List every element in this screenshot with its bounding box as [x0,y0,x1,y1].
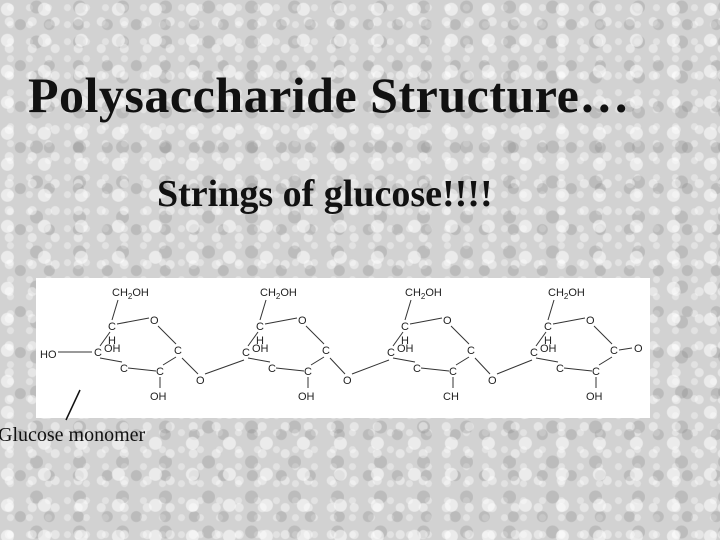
unit-2-bond-bottom-left [247,357,271,363]
unit-3-right-carbon: C [467,345,475,357]
unit-1-inner-hydroxyl: OH [104,343,121,355]
unit-1-bond-right-bottom [162,356,177,366]
unit-4-bond-bottom [563,367,593,372]
unit-3-bond-left-top [392,331,404,347]
unit-3-ring-oxygen: O [443,315,452,327]
unit-2-right-carbon: C [322,345,330,357]
unit-1-bond-left-top [99,331,111,347]
unit-3-bond-ch2oh [404,299,412,321]
unit-2-bottom-hydroxyl: OH [298,391,315,403]
unit-3-bottom-right-carbon: C [449,366,457,378]
glucose-monomer-label: Glucose monomer [0,424,146,446]
glycosidic-bond-right-1 [204,359,245,375]
unit-2-ch2oh-label: CH2OH [260,287,297,301]
unit-2-bond-bottom [275,367,305,372]
unit-1-hydrogen: H [108,335,116,347]
unit-1-ring-oxygen: O [150,315,159,327]
unit-1-ch2oh-label: CH2OH [112,287,149,301]
unit-1-bottom-left-carbon: C [120,363,128,375]
unit-1-bond-ch2oh [111,299,119,321]
unit-1-top-carbon: C [108,321,116,333]
unit-2-bond-top [264,317,298,325]
unit-2-ring-oxygen: O [298,315,307,327]
unit-2-inner-hydroxyl: OH [252,343,269,355]
unit-3-bond-o-right [450,325,470,345]
unit-2-bottom-right-carbon: C [304,366,312,378]
glycosidic-bond-left-3 [474,357,491,375]
unit-3-bottom-hydroxyl: CH [443,391,459,403]
unit-1-bond-o-right [157,325,177,345]
unit-2-bond-left-top [247,331,259,347]
unit-4-bottom-right-carbon: C [592,366,600,378]
unit-4-ring-oxygen: O [586,315,595,327]
unit-3-ch2oh-label: CH2OH [405,287,442,301]
unit-2-left-carbon: C [242,347,250,359]
glycosidic-bond-left-2 [329,357,346,375]
unit-2-bond-ch2oh [259,299,267,321]
unit-4-bond-right-group [618,347,633,351]
unit-2-bottom-left-carbon: C [268,363,276,375]
unit-1-bond-bottom [127,367,157,372]
unit-4-bottom-left-carbon: C [556,363,564,375]
unit-1-bond-top [116,317,150,325]
unit-1-left-hydroxyl: HO [40,349,57,361]
unit-3-inner-hydroxyl: OH [397,343,414,355]
unit-3-bond-bottom-left [392,357,416,363]
unit-4-bond-bottom-left [535,357,559,363]
unit-4-left-carbon: C [530,347,538,359]
unit-4-bond-o-right [593,325,613,345]
unit-4-right-carbon: C [610,345,618,357]
unit-2-hydrogen: H [256,335,264,347]
unit-1-bottom-right-carbon: C [156,366,164,378]
unit-4-top-carbon: C [544,321,552,333]
unit-3-top-carbon: C [401,321,409,333]
glycosidic-bond-left-1 [181,357,199,375]
unit-4-bond-ch2oh [547,299,555,321]
unit-1-left-carbon: C [94,347,102,359]
glycosidic-oxygen-1: O [196,375,205,387]
unit-3-bond-bottom [420,367,450,372]
unit-4-bond-top [552,317,586,325]
unit-4-inner-hydroxyl: OH [540,343,557,355]
unit-3-bottom-left-carbon: C [413,363,421,375]
unit-2-top-carbon: C [256,321,264,333]
glycosidic-oxygen-3: O [488,375,497,387]
slide-subtitle: Strings of glucose!!!! [157,173,493,215]
unit-3-hydrogen: H [401,335,409,347]
glycosidic-bond-right-2 [351,359,390,375]
unit-4-right-oxygen: O [634,343,643,355]
unit-4-bottom-hydroxyl: OH [586,391,603,403]
unit-3-bond-top [409,317,443,325]
unit-1-right-carbon: C [174,345,182,357]
unit-1-bond-bottom-left [99,357,123,363]
unit-3-left-carbon: C [387,347,395,359]
unit-4-ch2oh-label: CH2OH [548,287,585,301]
unit-4-hydrogen: H [544,335,552,347]
unit-3-bond-right-bottom [455,356,470,366]
unit-2-bond-o-right [305,325,325,345]
unit-2-bond-right-bottom [310,356,325,366]
unit-4-bond-right-bottom [598,356,613,366]
glycosidic-oxygen-2: O [343,375,352,387]
slide-title: Polysaccharide Structure… [28,67,630,123]
glycosidic-bond-right-3 [496,359,533,375]
unit-1-bottom-hydroxyl: OH [150,391,167,403]
unit-4-bond-left-top [535,331,547,347]
